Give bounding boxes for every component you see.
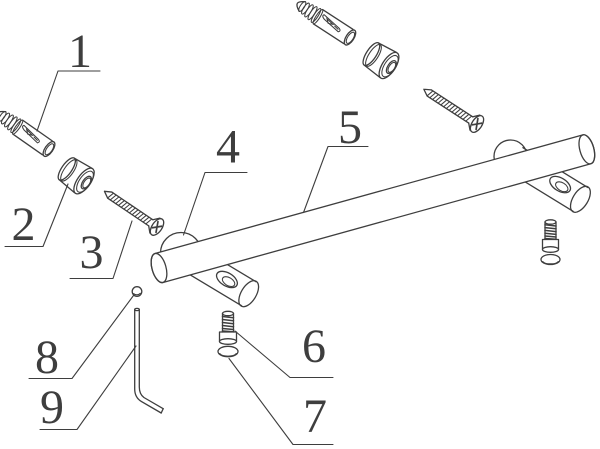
leader-line-1 — [36, 70, 101, 132]
callout-labels: 1 2 3 4 5 6 7 8 9 — [12, 25, 363, 443]
leader-line-9 — [39, 345, 137, 431]
callout-number-8: 8 — [35, 331, 59, 384]
callout-number-5: 5 — [338, 101, 362, 154]
cover-cap-right-drawing — [540, 253, 561, 266]
mounting-screw-right-drawing — [423, 88, 485, 133]
leader-line-2 — [4, 183, 69, 248]
callout-number-6: 6 — [302, 320, 326, 373]
callout-number-4: 4 — [216, 121, 240, 174]
callout-number-1: 1 — [68, 25, 92, 78]
hex-wrench-drawing — [134, 307, 164, 414]
spacer-collar-left-drawing — [57, 157, 95, 195]
callout-number-3: 3 — [80, 226, 104, 279]
set-screw-left-drawing — [218, 310, 238, 345]
leader-line-8 — [28, 294, 135, 380]
spacer-collar-right-drawing — [362, 42, 400, 80]
leader-line-7 — [228, 357, 334, 446]
leader-line-5 — [302, 145, 369, 214]
set-screw-right-drawing — [541, 219, 560, 253]
leader-line-6 — [234, 330, 334, 379]
leader-line-4 — [182, 171, 248, 236]
cover-cap-left-drawing — [217, 345, 239, 358]
callout-number-7: 7 — [303, 390, 327, 443]
callout-number-9: 9 — [40, 381, 64, 434]
callout-number-2: 2 — [12, 198, 36, 251]
callout-leaders — [4, 70, 369, 446]
wall-anchor-right-drawing — [296, 0, 357, 46]
bar-rail-drawing — [150, 134, 596, 284]
wall-anchor-left-drawing — [0, 110, 56, 158]
mounting-screw-left-drawing — [103, 190, 165, 236]
steel-ball-drawing — [131, 286, 143, 297]
leader-line-3 — [69, 220, 133, 280]
